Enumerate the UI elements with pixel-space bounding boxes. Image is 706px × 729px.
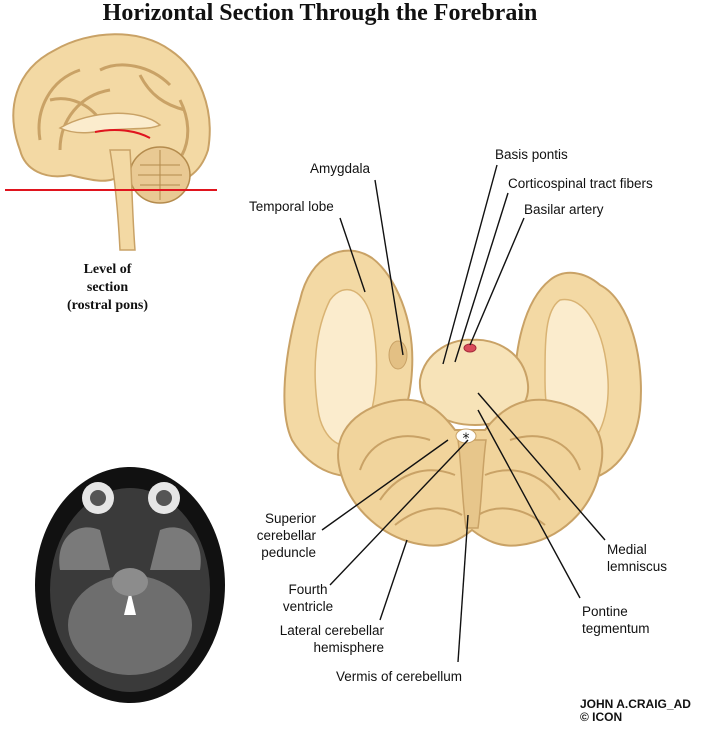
mri-scan — [35, 467, 225, 703]
label-temporal-lobe: Temporal lobe — [249, 199, 334, 214]
artist-signature: JOHN A.CRAIG_AD © ICON — [580, 697, 691, 724]
label-corticospinal-tract-fibers: Corticospinal tract fibers — [508, 176, 653, 191]
leader-fourth-ventricle — [329, 439, 469, 586]
label-medial-lemniscus: Medial lemniscus — [607, 542, 668, 574]
leader-medial-lemniscus — [477, 392, 606, 541]
label-fourth-ventricle: Fourth ventricle — [282, 582, 334, 614]
leader-amygdala — [374, 179, 404, 356]
leader-corticospinal — [454, 192, 509, 363]
label-pontine-tegmentum: Pontine tegmentum — [582, 604, 650, 636]
leader-basilar-artery — [469, 217, 525, 346]
svg-text:*: * — [463, 431, 470, 447]
label-vermis-of-cerebellum: Vermis of cerebellum — [336, 669, 463, 684]
leader-lateral-cerebellar-hemisphere — [379, 539, 408, 621]
leader-temporal-lobe — [339, 217, 366, 293]
label-basilar-artery: Basilar artery — [524, 202, 604, 217]
sagittal-brain-inset — [5, 33, 217, 251]
figure-title: Horizontal Section Through the Forebrain — [102, 0, 538, 26]
brain-section: * — [283, 249, 642, 547]
leader-basis-pontis — [442, 164, 498, 365]
label-lateral-cerebellar-hemisphere: Lateral cerebellar hemisphere — [279, 623, 384, 655]
leader-pontine-tegmentum — [477, 409, 581, 599]
level-of-section-caption: Level of section (rostral pons) — [66, 262, 149, 313]
label-amygdala: Amygdala — [310, 161, 371, 176]
label-superior-cerebellar-peduncle: Superior cerebellar peduncle — [256, 511, 316, 560]
label-basis-pontis: Basis pontis — [495, 147, 568, 162]
leader-vermis — [457, 514, 469, 663]
leader-lines — [321, 164, 606, 663]
leader-superior-cerebellar-peduncle — [321, 439, 449, 531]
